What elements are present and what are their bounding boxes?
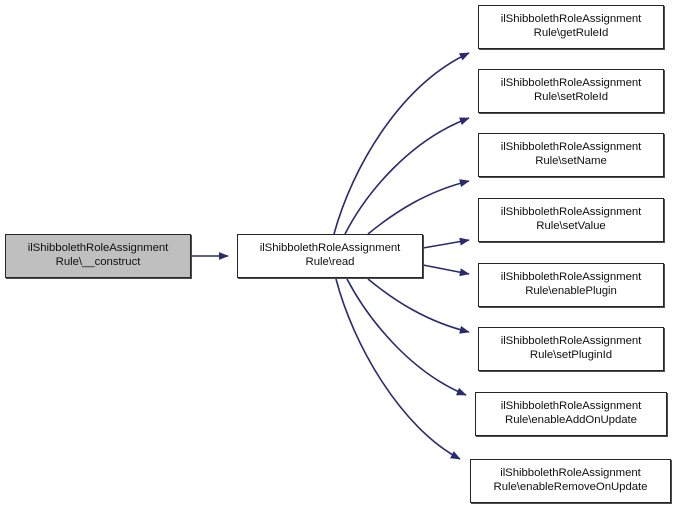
node-enablePlugin-label: ilShibbolethRoleAssignment Rule\enablePl…	[500, 271, 642, 297]
edge-read-to-getRuleId	[333, 52, 470, 235]
node-setValue-label: ilShibbolethRoleAssignment Rule\setValue	[500, 206, 642, 232]
node-setPluginId[interactable]: ilShibbolethRoleAssignment Rule\setPlugi…	[478, 327, 664, 371]
node-enableAddOnUpdate[interactable]: ilShibbolethRoleAssignment Rule\enableAd…	[475, 392, 667, 436]
node-setRoleId[interactable]: ilShibbolethRoleAssignment Rule\setRoleI…	[478, 69, 664, 113]
node-enableAddOnUpdate-label: ilShibbolethRoleAssignment Rule\enableAd…	[500, 400, 642, 426]
edge-read-to-setName	[367, 179, 470, 235]
edge-read-to-setRoleId	[344, 117, 470, 235]
node-enableRemoveOnUpdate[interactable]: ilShibbolethRoleAssignment Rule\enableRe…	[470, 459, 671, 503]
node-setRoleId-label: ilShibbolethRoleAssignment Rule\setRoleI…	[500, 77, 642, 103]
edge-read-to-enablePlugin	[422, 264, 470, 277]
edge-read-to-setValue	[422, 237, 470, 249]
node-construct-label: ilShibbolethRoleAssignment Rule\__constr…	[27, 242, 169, 268]
node-construct[interactable]: ilShibbolethRoleAssignment Rule\__constr…	[5, 234, 191, 278]
node-enableRemoveOnUpdate-label: ilShibbolethRoleAssignment Rule\enableRe…	[493, 467, 648, 493]
node-setValue[interactable]: ilShibbolethRoleAssignment Rule\setValue	[478, 198, 664, 242]
edge-read-to-setPluginId	[367, 278, 470, 334]
edge-read-to-enableRemoveOnUpdate	[335, 278, 461, 460]
node-read[interactable]: ilShibbolethRoleAssignment Rule\read	[237, 234, 423, 278]
node-setName-label: ilShibbolethRoleAssignment Rule\setName	[500, 141, 642, 167]
node-read-label: ilShibbolethRoleAssignment Rule\read	[259, 242, 401, 268]
node-setPluginId-label: ilShibbolethRoleAssignment Rule\setPlugi…	[500, 335, 642, 361]
node-getRuleId[interactable]: ilShibbolethRoleAssignment Rule\getRuleI…	[478, 5, 664, 49]
node-setName[interactable]: ilShibbolethRoleAssignment Rule\setName	[478, 133, 664, 177]
node-enablePlugin[interactable]: ilShibbolethRoleAssignment Rule\enablePl…	[478, 263, 664, 307]
edge-read-to-enableAddOnUpdate	[346, 278, 467, 396]
node-getRuleId-label: ilShibbolethRoleAssignment Rule\getRuleI…	[500, 13, 642, 39]
